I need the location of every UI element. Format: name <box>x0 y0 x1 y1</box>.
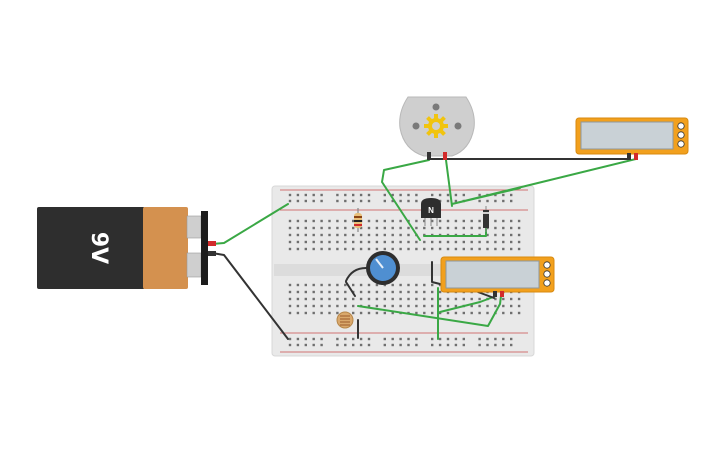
multimeter-bottom[interactable] <box>440 256 555 297</box>
wires <box>208 158 637 340</box>
photoresistor[interactable] <box>336 311 354 329</box>
wire-bottom-green-a <box>357 295 502 327</box>
transistor-npn[interactable]: N <box>421 198 441 226</box>
battery-9v[interactable]: 9V <box>37 207 208 289</box>
wire-motor-green-right <box>445 159 453 207</box>
dc-motor[interactable] <box>399 96 475 160</box>
battery-label: 9V <box>86 232 111 264</box>
wire-bottom-green-c <box>439 295 497 313</box>
wire-black-meter-low <box>477 291 495 299</box>
wire-black-pot-b <box>345 281 356 297</box>
resistor[interactable] <box>354 208 362 232</box>
transistor-label: N <box>428 206 434 215</box>
multimeter-top[interactable] <box>575 117 689 160</box>
wire-meter-top-red <box>451 158 637 205</box>
wire-motor-green-left <box>381 159 430 241</box>
wire-black-meter <box>431 261 441 285</box>
potentiometer[interactable] <box>366 251 400 285</box>
wire-black-pot <box>345 267 367 282</box>
diode[interactable] <box>483 206 489 232</box>
port-icon <box>677 122 685 148</box>
gear-icon <box>424 114 448 138</box>
port-icon <box>543 261 551 287</box>
